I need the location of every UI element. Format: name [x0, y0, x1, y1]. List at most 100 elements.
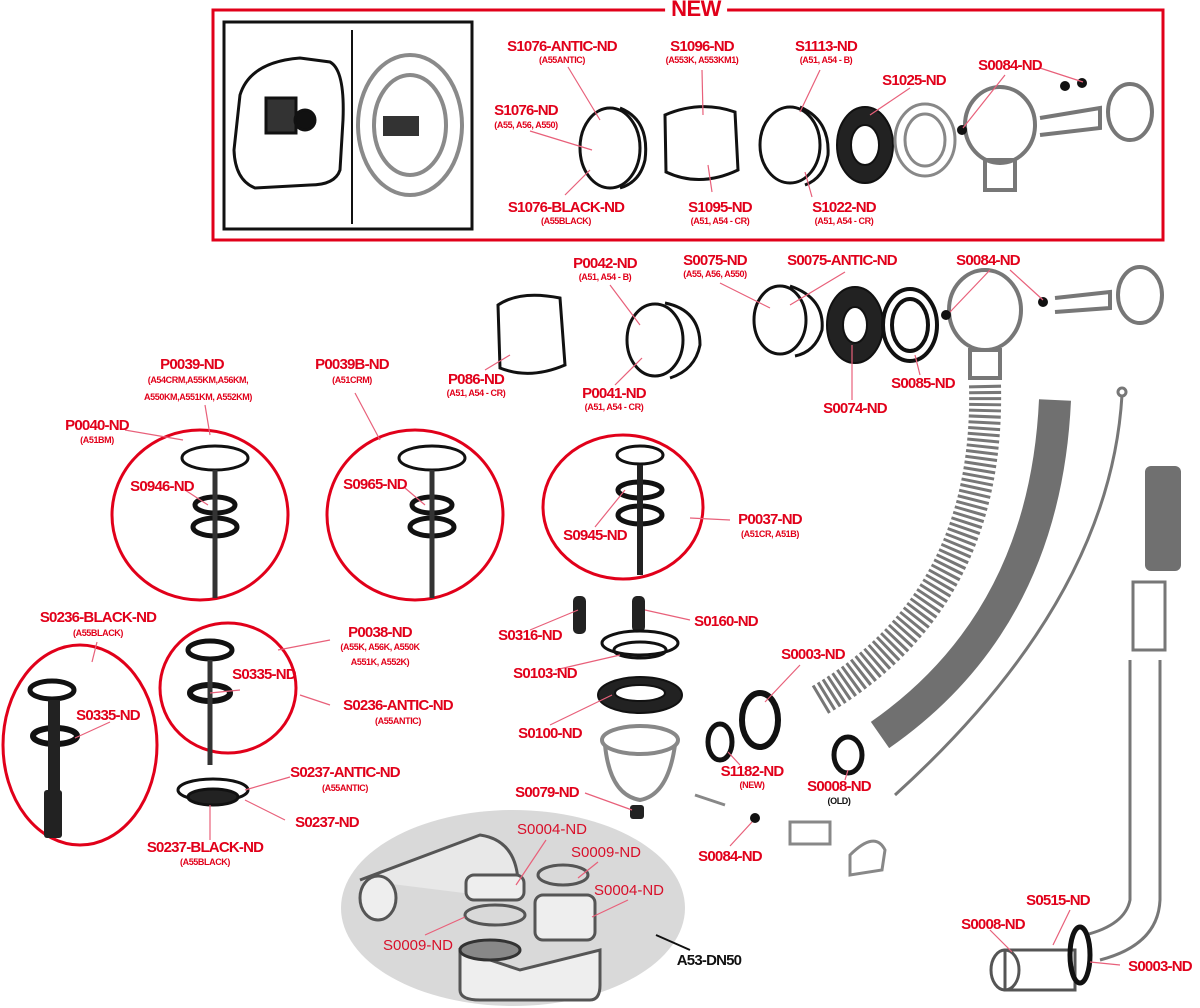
part-label: S0079-ND [515, 784, 579, 801]
part-label: S0515-ND [1026, 892, 1090, 909]
part-label: S0237-BLACK-ND [146, 839, 264, 856]
siphon-part-label: S0004-ND [516, 821, 588, 838]
part-label: S0236-BLACK-ND [39, 609, 157, 626]
part-label: S0003-ND [1128, 958, 1192, 975]
part-models: (OLD) [827, 796, 851, 806]
part-models: (A51, A54 - CR) [690, 216, 750, 226]
part-models: (A55ANTIC) [374, 716, 422, 726]
bolts [573, 596, 645, 634]
part-models: A551K, A552K) [350, 657, 410, 667]
part-label: S1076-ANTIC-ND [507, 38, 617, 55]
part-label: S1076-ND [494, 102, 558, 119]
knob-s1076 [578, 106, 648, 190]
part-label: P0037-ND [738, 511, 802, 528]
waste-body [600, 724, 680, 803]
part-models: (NEW) [739, 780, 765, 790]
part-models: (A51BM) [80, 435, 114, 445]
part-label: P0041-ND [582, 385, 646, 402]
part-label: S0003-ND [781, 646, 845, 663]
part-label: S1022-ND [812, 199, 876, 216]
part-label: S0965-ND [343, 476, 407, 493]
gasket-s0100 [597, 676, 683, 714]
part-label: P0039B-ND [315, 356, 389, 373]
part-label: P0042-ND [573, 255, 637, 272]
part-models: (A51, A54 - CR) [584, 402, 644, 412]
siphon-part-label: S0004-ND [593, 882, 665, 899]
nut-s0003 [630, 690, 865, 823]
part-label: S1096-ND [670, 38, 734, 55]
part-label: S0160-ND [694, 613, 758, 630]
part-label: P0040-ND [65, 417, 129, 434]
part-models: (A553K, A553KM1) [665, 55, 739, 65]
cap-s1096 [663, 105, 740, 182]
part-models: (A51, A54 - CR) [446, 388, 506, 398]
plate-s0074 [826, 286, 884, 364]
part-label: S0236-ANTIC-ND [343, 697, 453, 714]
overflow-body [947, 265, 1164, 380]
pipe-connector [989, 924, 1093, 992]
siphon-inset [341, 810, 691, 1006]
part-label: S1095-ND [688, 199, 752, 216]
new-section-title: NEW [665, 0, 727, 22]
small-washers-new [957, 78, 1087, 135]
siphon-part-label: S0009-ND [382, 937, 454, 954]
leader-lines [74, 66, 1121, 966]
part-models: (A51, A54 - CR) [814, 216, 874, 226]
part-models: (A54CRM,A55KM,A56KM, [147, 375, 249, 385]
part-label: S0084-ND [956, 252, 1020, 269]
part-models: (A51CR, A51B) [741, 529, 799, 539]
siphon-model-label: A53-DN50 [676, 952, 742, 969]
part-label: S0316-ND [498, 627, 562, 644]
part-label: S0237-ANTIC-ND [290, 764, 400, 781]
part-models: (A55ANTIC) [321, 783, 369, 793]
part-label: S0085-ND [891, 375, 955, 392]
popup-circle-5 [158, 621, 298, 765]
small-gray-parts [694, 793, 887, 877]
part-label: S0075-ANTIC-ND [787, 252, 897, 269]
part-models: (A55BLACK) [72, 628, 124, 638]
siphon-part-label: S0009-ND [570, 844, 642, 861]
part-models: (A55BLACK) [540, 216, 592, 226]
overflow-body-new [963, 82, 1154, 192]
part-models: A550KM,A551KM, A552KM) [144, 392, 252, 402]
knob-s0075 [752, 284, 824, 358]
gasket-new [893, 102, 957, 178]
flange-s0103 [600, 629, 680, 660]
part-label: P0038-ND [348, 624, 412, 641]
part-label: S0008-ND [807, 778, 871, 795]
part-label: S1182-ND [720, 763, 785, 780]
part-label: P086-ND [447, 371, 505, 388]
part-label: S0237-ND [295, 814, 359, 831]
cap-p086 [496, 293, 567, 375]
part-label: S0335-ND [232, 666, 296, 683]
part-label: S0103-ND [513, 665, 577, 682]
part-label: S1113-ND [795, 38, 858, 55]
gasket-s0085 [881, 287, 939, 363]
part-label: S0100-ND [518, 725, 582, 742]
cap-s1113 [758, 105, 830, 187]
part-label: S0075-ND [683, 252, 747, 269]
part-label: S0335-ND [76, 707, 140, 724]
part-models: (A55ANTIC) [538, 55, 586, 65]
part-label: S1076-BLACK-ND [507, 199, 625, 216]
knob-p0041 [625, 301, 702, 380]
part-label: S0074-ND [823, 400, 887, 417]
part-label: S0945-ND [563, 527, 627, 544]
part-models: (A55K, A56K, A550K [340, 642, 420, 652]
part-label: P0039-ND [160, 356, 224, 373]
part-models: (A55BLACK) [179, 857, 231, 867]
popup-circle-4 [1, 643, 159, 847]
plate-s1025 [836, 106, 894, 184]
popup-circle-3 [541, 433, 705, 581]
popup-circle-2 [325, 428, 505, 602]
part-label: S1025-ND [882, 72, 946, 89]
part-label: S0084-ND [978, 57, 1042, 74]
part-label: S0008-ND [961, 916, 1025, 933]
corrugated-hose [811, 384, 1002, 714]
strainer-s0237 [176, 777, 250, 807]
smooth-hose [870, 399, 1071, 749]
gray-disc-preview [356, 53, 464, 197]
part-label: S0084-ND [698, 848, 762, 865]
bowden-cable [893, 386, 1128, 797]
